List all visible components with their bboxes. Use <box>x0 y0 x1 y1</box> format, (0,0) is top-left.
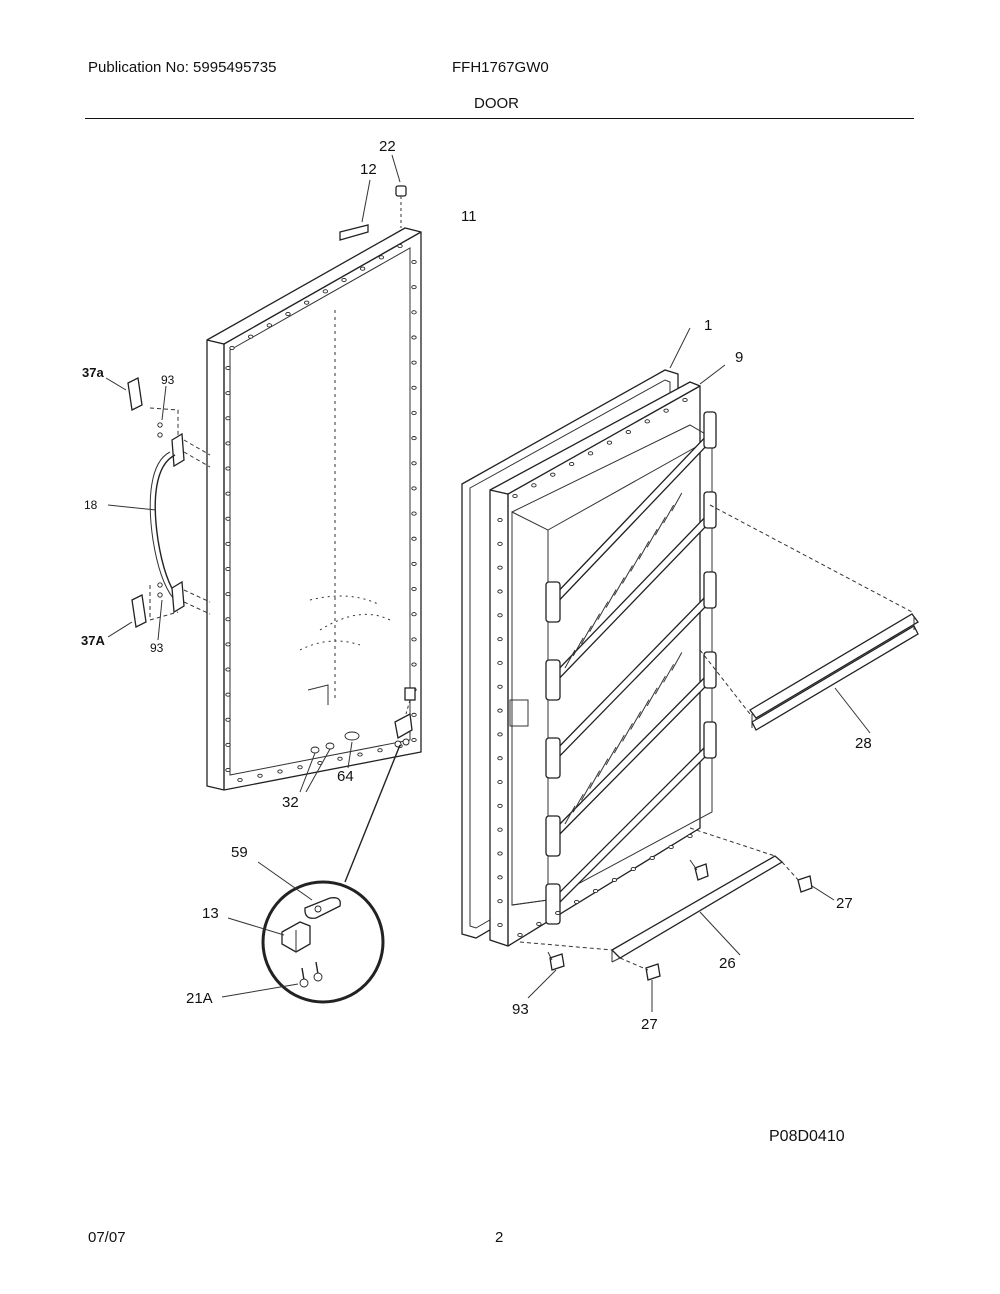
top-hinge-bushing <box>391 154 407 228</box>
outer-door-panel <box>206 227 422 791</box>
callout-27-right: 27 <box>836 895 853 912</box>
inner-door-liner <box>489 364 726 947</box>
callout-93-left: 93 <box>150 641 164 655</box>
callout-32: 32 <box>282 794 299 811</box>
hinge-detail-circle <box>221 861 385 1004</box>
callout-26: 26 <box>719 955 736 972</box>
callout-28: 28 <box>855 735 872 752</box>
door-shelves <box>545 411 717 925</box>
callout-1: 1 <box>704 317 712 334</box>
callout-59: 59 <box>231 844 248 861</box>
callout-93-bottom: 93 <box>512 1001 529 1018</box>
footer-date: 07/07 <box>88 1229 126 1246</box>
callout-93-top: 93 <box>161 373 175 387</box>
drawing-code: P08D0410 <box>769 1128 845 1145</box>
callout-11: 11 <box>461 208 477 225</box>
callout-37A: 37A <box>81 633 105 648</box>
model-number: FFH1767GW0 <box>452 59 549 76</box>
publication-number: Publication No: 5995495735 <box>88 59 277 76</box>
section-title: DOOR <box>474 95 519 112</box>
callout-22: 22 <box>379 138 396 155</box>
label-plate <box>339 179 371 241</box>
callout-9: 9 <box>735 349 743 366</box>
detail-leader <box>344 744 401 883</box>
mounting-screws <box>527 859 835 1012</box>
header-divider <box>85 118 914 119</box>
handle-assembly <box>105 377 211 641</box>
shelf-rail <box>699 504 919 734</box>
callout-27-bottom: 27 <box>641 1016 658 1033</box>
bottom-hinge-hardware <box>299 687 416 793</box>
callout-18: 18 <box>84 498 98 512</box>
callout-64: 64 <box>337 768 354 785</box>
page-number: 2 <box>495 1229 504 1246</box>
callout-21A: 21A <box>186 990 213 1007</box>
callout-13: 13 <box>202 905 219 922</box>
callout-37a: 37a <box>82 365 104 380</box>
callout-12: 12 <box>360 161 377 178</box>
